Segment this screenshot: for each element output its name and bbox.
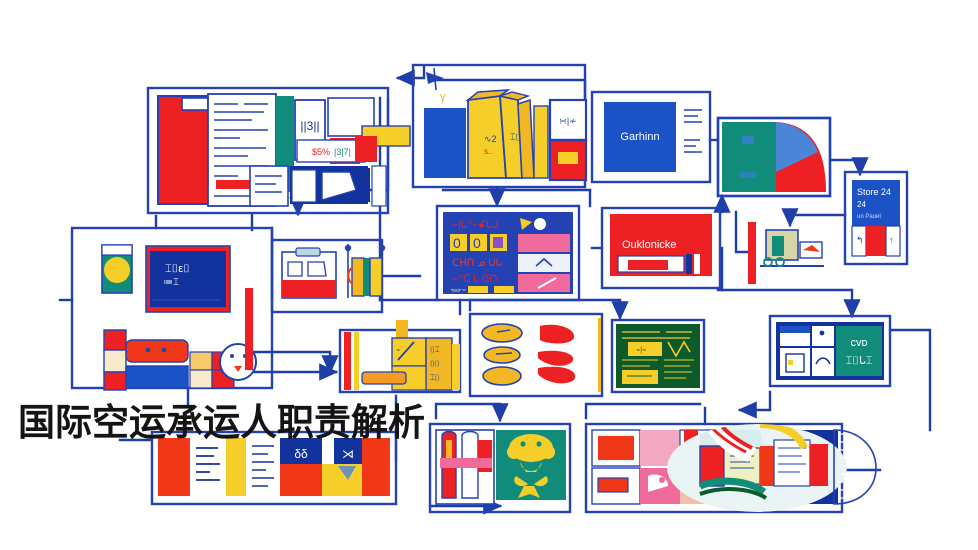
stamps-and-seals-panel: [481, 318, 601, 392]
blue-poster-panel: Garhinn: [604, 102, 702, 172]
connector-line: [584, 402, 702, 420]
folder-and-books-panel: [281, 244, 386, 299]
svg-text:0: 0: [473, 235, 481, 251]
connector-arrow: [716, 288, 861, 319]
connector-lines: [58, 64, 932, 515]
svg-text:γ: γ: [440, 91, 446, 103]
svg-text:ᴄᴠᴅ: ᴄᴠᴅ: [850, 337, 867, 349]
yellow-workbench-panel: ⌁ ⌷⌶ ⌷⌷ ⌶⌷: [344, 320, 460, 391]
svg-text:⌷⌶: ⌷⌶: [429, 345, 440, 354]
emblem: [507, 434, 555, 498]
color-bars-strip-panel: δδ ⋊: [158, 438, 390, 496]
svg-text:↑: ↑: [889, 235, 894, 245]
svg-text:⌁ᘁᑕ ᒐ ᕮᑎ: ⌁ᘁᑕ ᒐ ᕮᑎ: [452, 274, 497, 285]
svg-text:≔⌶: ≔⌶: [163, 277, 179, 288]
svg-text:⌶⌷: ⌶⌷: [510, 132, 521, 142]
svg-text:ᑕᕼᑎ ᓄ ᑌᒐ: ᑕᕼᑎ ᓄ ᑌᒐ: [452, 258, 502, 269]
svg-text:∺|≁: ∺|≁: [559, 116, 576, 126]
connector-arrow: [434, 402, 509, 423]
connector-arrow: [468, 298, 629, 321]
svg-text:⌁: ⌁: [396, 347, 400, 354]
svg-text:un Pauet: un Pauet: [857, 214, 881, 220]
panel-caption: Ouklonicke: [622, 239, 676, 251]
library-shelf-panel: ||3|| $5% |3|7|: [157, 93, 411, 207]
connector-arrow: [828, 157, 869, 177]
svg-text:|3|7|: |3|7|: [334, 147, 351, 157]
svg-text:⌶⌷: ⌶⌷: [430, 373, 440, 382]
svg-text:δδ: δδ: [294, 447, 308, 461]
text-lines: [214, 103, 268, 197]
connector-arrow: [395, 64, 426, 87]
svg-text:24: 24: [857, 200, 866, 209]
svg-text:0: 0: [453, 235, 461, 251]
connector-line: [888, 328, 932, 432]
svg-text:⌶⌷ε⌷: ⌶⌷ε⌷: [165, 263, 190, 275]
svg-text:⋊: ⋊: [342, 447, 354, 461]
svg-text:⌁|⌁: ⌁|⌁: [636, 347, 646, 354]
panel-frames: [70, 63, 909, 514]
connector-arrow: [781, 208, 847, 228]
cargo-boxes-panel: ∿2 s.. ⌶⌷ ∺|≁ γ: [424, 67, 588, 182]
hanging-books: [344, 244, 386, 298]
teal-signage-panel: ᴄᴠᴅ ⌶⌷ᒐ⌶: [776, 322, 884, 380]
svg-text:⌁|ᒐᘁ⌁ꗃᒐᒍ: ⌁|ᒐᘁ⌁ꗃᒐᒍ: [452, 220, 499, 231]
svg-text:⌶⌷ᒐ⌶: ⌶⌷ᒐ⌶: [846, 355, 873, 367]
red-banner-panel: Ouklonicke: [610, 214, 712, 276]
connector-line: [734, 210, 750, 254]
mosaic-tiles-panel: ⌁|ᒐᘁ⌁ꗃᒐᒍ 0 0 ᑕᕼᑎ ᓄ ᑌᒐ ⌁ᘁᑕ ᒐ ᕮᑎ ᓀᓂ⌁: [443, 212, 573, 294]
store-24-sign-panel: Store 24 24 un Pauet ↰ ↑: [851, 180, 901, 257]
svg-text:⌷⌷: ⌷⌷: [429, 359, 440, 368]
forklift-scene-panel: [748, 222, 824, 284]
svg-text:↰: ↰: [856, 235, 864, 245]
svg-text:s..: s..: [484, 147, 492, 156]
panel-caption: Store 24: [857, 187, 891, 197]
green-ledger-panel: ⌁|⌁: [616, 324, 700, 388]
page-title: 国际空运承运人职责解析: [18, 402, 425, 443]
documents-collage-panel: ɔ ᵥ ⌁ σ: [591, 424, 878, 512]
svg-text:∿2: ∿2: [484, 134, 497, 144]
svg-text:ᓀᓂ⌁: ᓀᓂ⌁: [450, 287, 466, 294]
panel-caption: Garhinn: [620, 131, 659, 143]
svg-text:$5%: $5%: [312, 147, 330, 157]
teal-red-card-panel: [722, 122, 826, 192]
connector-arrow: [737, 390, 772, 419]
blueprint-board-panel: ⌶⌷ε⌷ ≔⌶: [101, 244, 257, 391]
luggage-and-emblem-panel: [435, 429, 566, 505]
svg-text:||3||: ||3||: [300, 119, 319, 133]
